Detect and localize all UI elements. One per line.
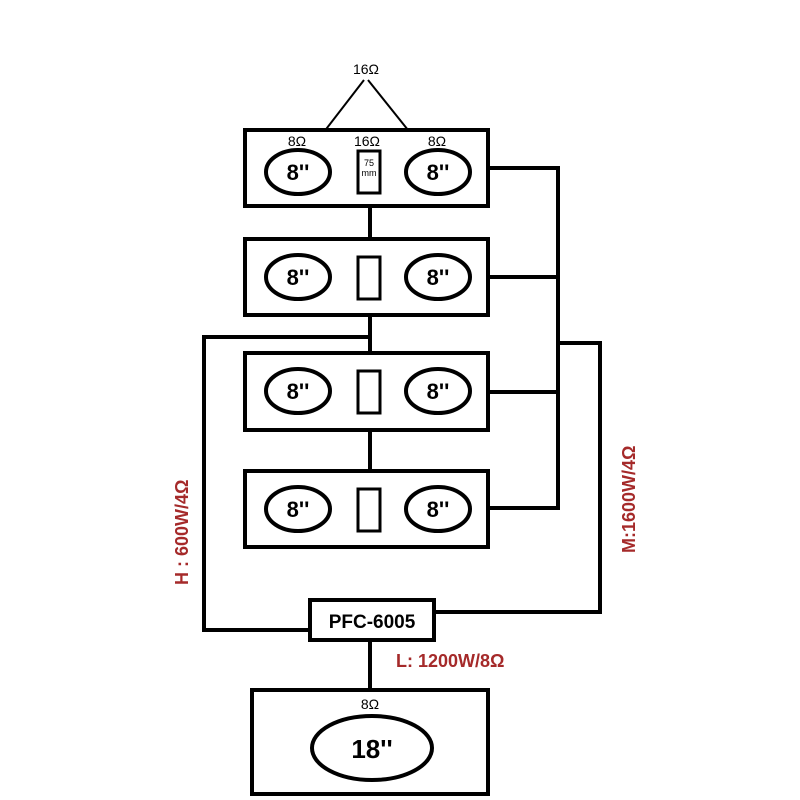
- high-channel-label: H : 600W/4Ω: [172, 480, 192, 585]
- cabinet-1-right-driver-label: 8'': [427, 160, 450, 185]
- cabinet-3-horn: [356, 369, 382, 415]
- cabinet-3-left-driver-label: 8'': [287, 379, 310, 404]
- subwoofer: 8Ω 18'': [250, 688, 490, 796]
- cabinet-1-left-driver-label: 8'': [287, 160, 310, 185]
- amplifier-label: PFC-6005: [329, 612, 416, 633]
- cabinet-2-right-driver-label: 8'': [427, 265, 450, 290]
- cabinet-4-right-driver-label: 8'': [427, 497, 450, 522]
- cabinet-4-left-driver-label: 8'': [287, 497, 310, 522]
- subwoofer-driver-label: 18'': [351, 734, 392, 764]
- cabinet-4-horn: [356, 487, 382, 533]
- cabinet-1-horn: [356, 149, 382, 195]
- cabinet-4-right-driver: [404, 485, 472, 533]
- cabinet-3: 8'' 8'': [243, 351, 490, 432]
- cabinet-3-left-driver: [264, 367, 332, 415]
- cabinet-1: 8Ω 16Ω 8Ω 8'' 75 mm 8'': [243, 128, 490, 208]
- cabinet-4-left-driver: [264, 485, 332, 533]
- top-impedance-label: 16Ω: [353, 61, 379, 77]
- low-channel-label: L: 1200W/8Ω: [396, 651, 504, 671]
- cabinet-1-left-driver: [264, 148, 332, 196]
- subwoofer-driver: [310, 714, 434, 782]
- cabinet-2-right-driver: [404, 253, 472, 301]
- cabinet-1-right-impedance: 8Ω: [428, 133, 446, 149]
- cabinet-1-horn-unit: mm: [362, 168, 377, 178]
- amplifier: PFC-6005: [308, 598, 436, 642]
- cabinet-3-right-driver-label: 8'': [427, 379, 450, 404]
- cabinet-2-horn: [356, 255, 382, 301]
- cabinet-1-horn-impedance: 16Ω: [354, 133, 380, 149]
- cabinet-2: 8'' 8'': [243, 237, 490, 317]
- cabinet-1-right-driver: [404, 148, 472, 196]
- cabinet-2-left-driver: [264, 253, 332, 301]
- mid-channel-label: M:1600W/4Ω: [619, 446, 639, 553]
- amplifier-box: [308, 598, 436, 642]
- cabinet-1-horn-size: 75: [364, 158, 374, 168]
- cabinet-4: 8'' 8'': [243, 469, 490, 549]
- subwoofer-impedance: 8Ω: [361, 696, 379, 712]
- cabinet-2-left-driver-label: 8'': [287, 265, 310, 290]
- cabinet-1-left-impedance: 8Ω: [288, 133, 306, 149]
- cabinet-3-right-driver: [404, 367, 472, 415]
